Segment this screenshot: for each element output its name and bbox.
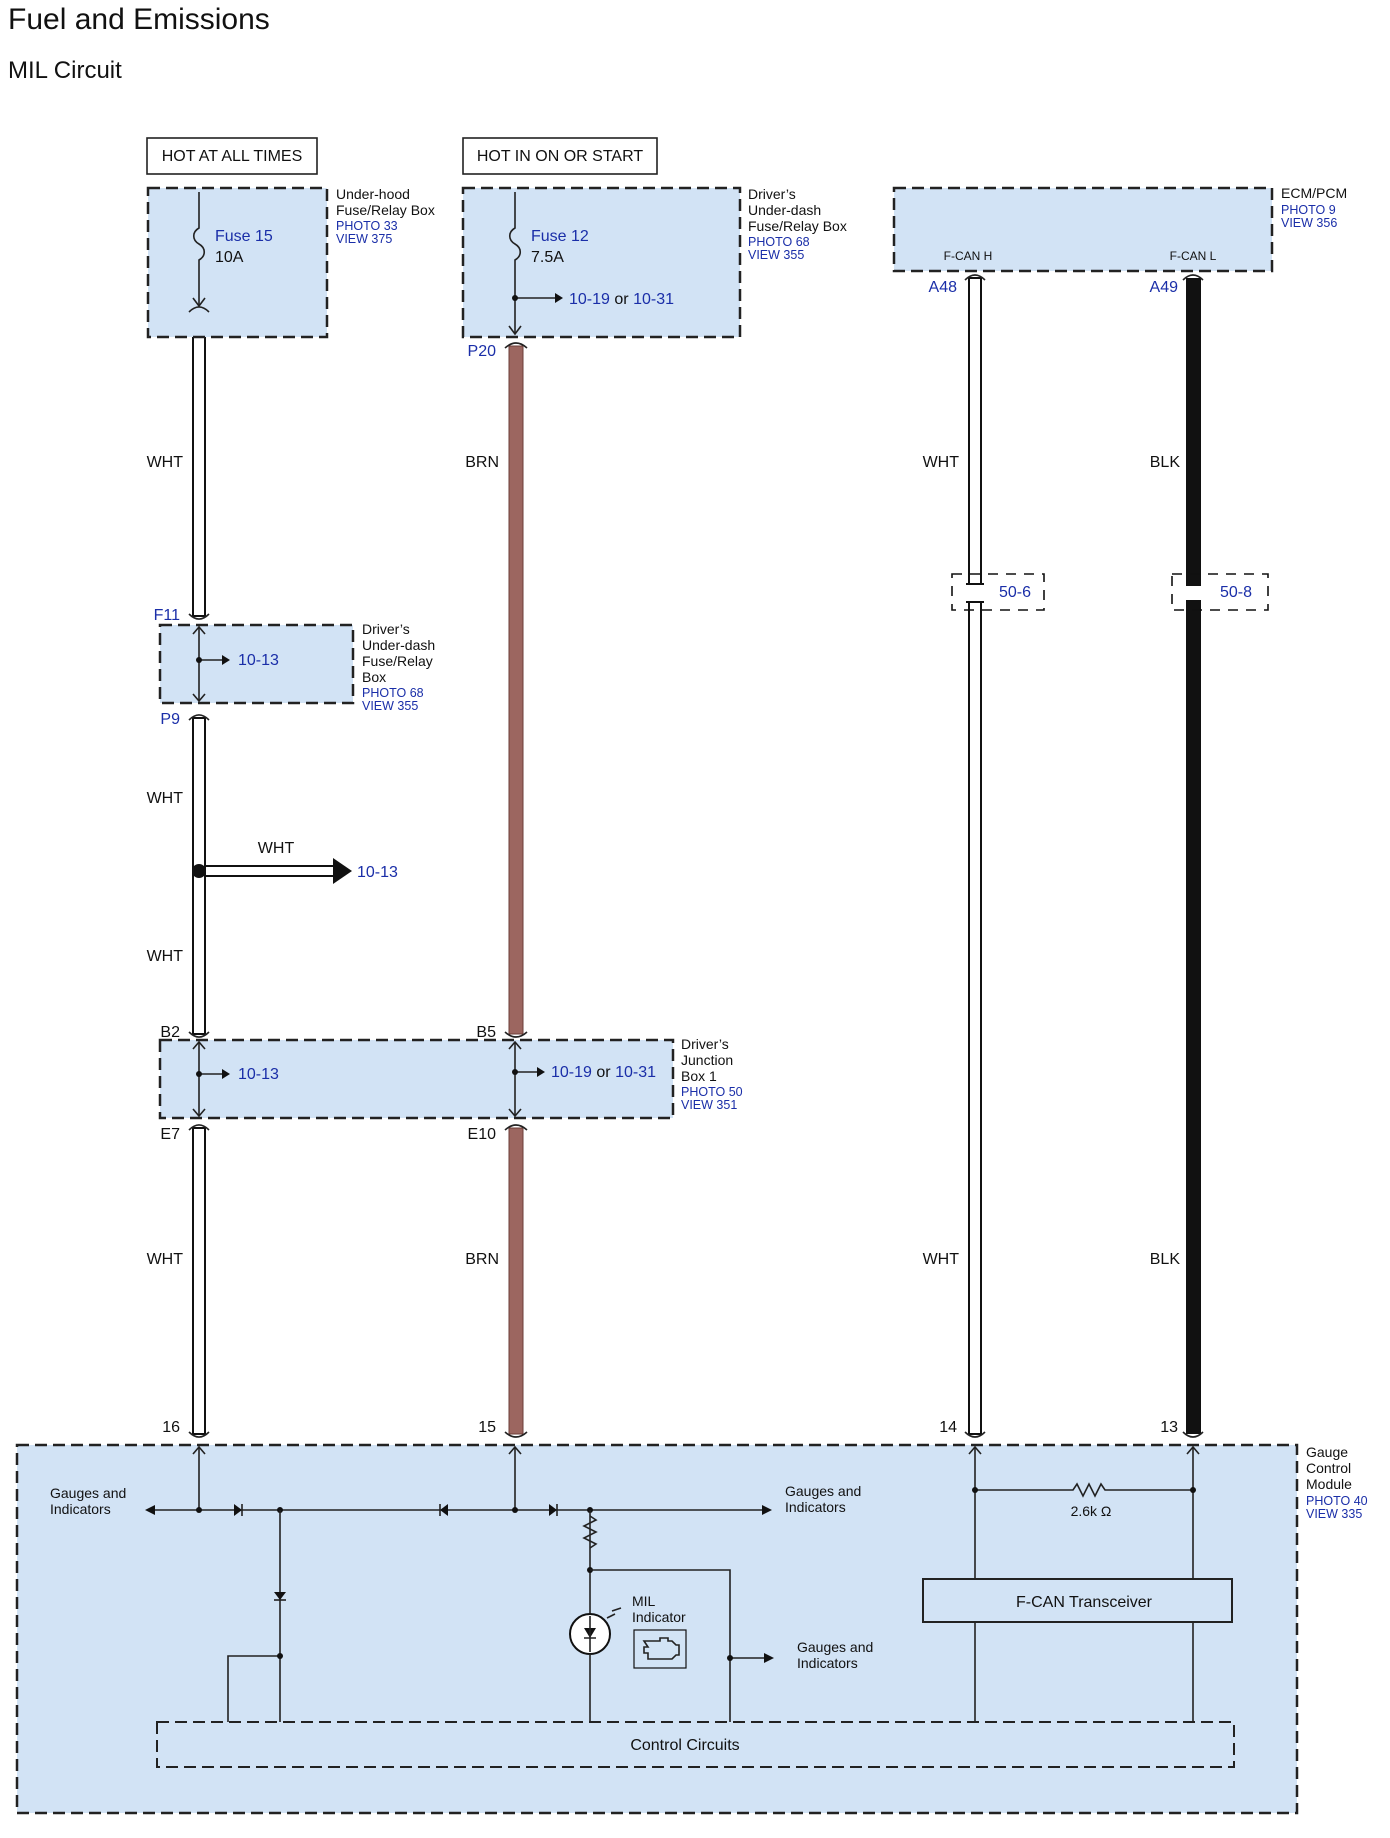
wire-color-blk-2: BLK [1150, 1251, 1181, 1268]
blk-wire-col4 [1186, 278, 1201, 1434]
page-title: Fuel and Emissions [8, 3, 270, 36]
wire-color-wht-3: WHT [147, 948, 184, 965]
control-circuits-box [156, 1721, 1235, 1768]
fuse-15-symbol [192, 192, 206, 308]
wht-wire-col3 [968, 277, 982, 1435]
junction-refs-right: 10-19 or 10-31 [551, 1064, 656, 1081]
underdash-mid-ref: 10-13 [238, 652, 279, 669]
splice-branch [192, 858, 352, 884]
terminal-b2: B2 [160, 1024, 180, 1041]
wire-color-blk-1: BLK [1150, 454, 1181, 471]
ecm-view: VIEW 356 [1281, 216, 1337, 230]
gauge-module-photo: PHOTO 40 [1306, 1494, 1368, 1508]
wire-color-wht-6: WHT [923, 1251, 960, 1268]
junction-box-1 [158, 1038, 675, 1120]
connector-50-8-label: 50-8 [1220, 584, 1252, 601]
underhood-photo: PHOTO 33 [336, 219, 398, 233]
terminal-15: 15 [478, 1419, 496, 1436]
junction-ref-left: 10-13 [238, 1066, 279, 1083]
terminal-13: 13 [1160, 1419, 1178, 1436]
wire-color-wht-4: WHT [147, 1251, 184, 1268]
fuse-12-label: Fuse 12 [531, 228, 589, 245]
ecm-pin-fcan-l: F-CAN L [1170, 249, 1217, 263]
hot-at-all-times-label: HOT AT ALL TIMES [162, 148, 303, 165]
terminal-16: 16 [162, 1419, 180, 1436]
underdash-fuse-box-mid [158, 623, 355, 705]
terminal-e10: E10 [468, 1126, 497, 1143]
fuse-12-amps: 7.5A [531, 249, 564, 266]
ecm-name: ECM/PCM [1281, 185, 1347, 201]
terminal-e7: E7 [160, 1126, 180, 1143]
ecm-pin-fcan-h: F-CAN H [944, 249, 993, 263]
underhood-view: VIEW 375 [336, 232, 392, 246]
gauge-internal-circuit [145, 1445, 1200, 1722]
terminal-b5: B5 [476, 1024, 496, 1041]
wire-color-wht-5: WHT [923, 454, 960, 471]
wire-color-brn-2: BRN [465, 1251, 499, 1268]
wire-color-wht-1: WHT [147, 454, 184, 471]
control-circuits-label: Control Circuits [630, 1737, 739, 1754]
junction-photo: PHOTO 50 [681, 1085, 743, 1099]
terminal-f11: F11 [154, 607, 180, 624]
gauge-module-view: VIEW 335 [1306, 1507, 1362, 1521]
ecm-pcm-box [892, 186, 1274, 273]
underdash-mid-view: VIEW 355 [362, 699, 418, 713]
wire-color-wht-2: WHT [147, 790, 184, 807]
hot-at-all-times-box [146, 137, 318, 175]
fuse-15-amps: 10A [215, 249, 244, 266]
terminal-a49: A49 [1150, 279, 1179, 296]
hot-in-on-box [462, 137, 658, 175]
connector-cuts [188, 274, 1204, 1438]
terminal-a48: A48 [929, 279, 958, 296]
wire-color-brn-1: BRN [465, 454, 499, 471]
junction-view: VIEW 351 [681, 1098, 737, 1112]
underdash-fuse-box-top [461, 186, 742, 339]
underdash-top-view: VIEW 355 [748, 248, 804, 262]
connector-50-6-label: 50-6 [999, 584, 1031, 601]
underdash-mid-photo: PHOTO 68 [362, 686, 424, 700]
underhood-fuse-box [146, 186, 329, 339]
splice-ref: 10-13 [357, 864, 398, 881]
splice-dot [192, 864, 206, 878]
underdash-top-photo: PHOTO 68 [748, 235, 810, 249]
terminal-p20: P20 [468, 343, 497, 360]
fcan-transceiver-label: F-CAN Transceiver [1016, 1594, 1153, 1611]
underdash-mid-passthrough [192, 625, 230, 703]
brn-wire-col2 [508, 345, 524, 1435]
inline-connector-50-8 [1171, 573, 1269, 611]
terminal-14: 14 [939, 1419, 957, 1436]
inline-connector-50-6 [951, 573, 1045, 611]
fuse-12-symbol [508, 192, 563, 336]
resistor-value: 2.6k Ω [1071, 1503, 1112, 1519]
fcan-transceiver-box [922, 1578, 1233, 1623]
underdash-top-refs: 10-19 or 10-31 [569, 291, 674, 308]
junction-passthroughs [192, 1040, 545, 1118]
check-engine-icon [633, 1629, 687, 1669]
terminal-p9: P9 [160, 711, 180, 728]
hot-in-on-label: HOT IN ON OR START [477, 148, 643, 165]
page-subtitle: MIL Circuit [8, 57, 122, 84]
splice-wire-color: WHT [258, 840, 295, 857]
ecm-photo: PHOTO 9 [1281, 203, 1336, 217]
fuse-15-label: Fuse 15 [215, 228, 273, 245]
